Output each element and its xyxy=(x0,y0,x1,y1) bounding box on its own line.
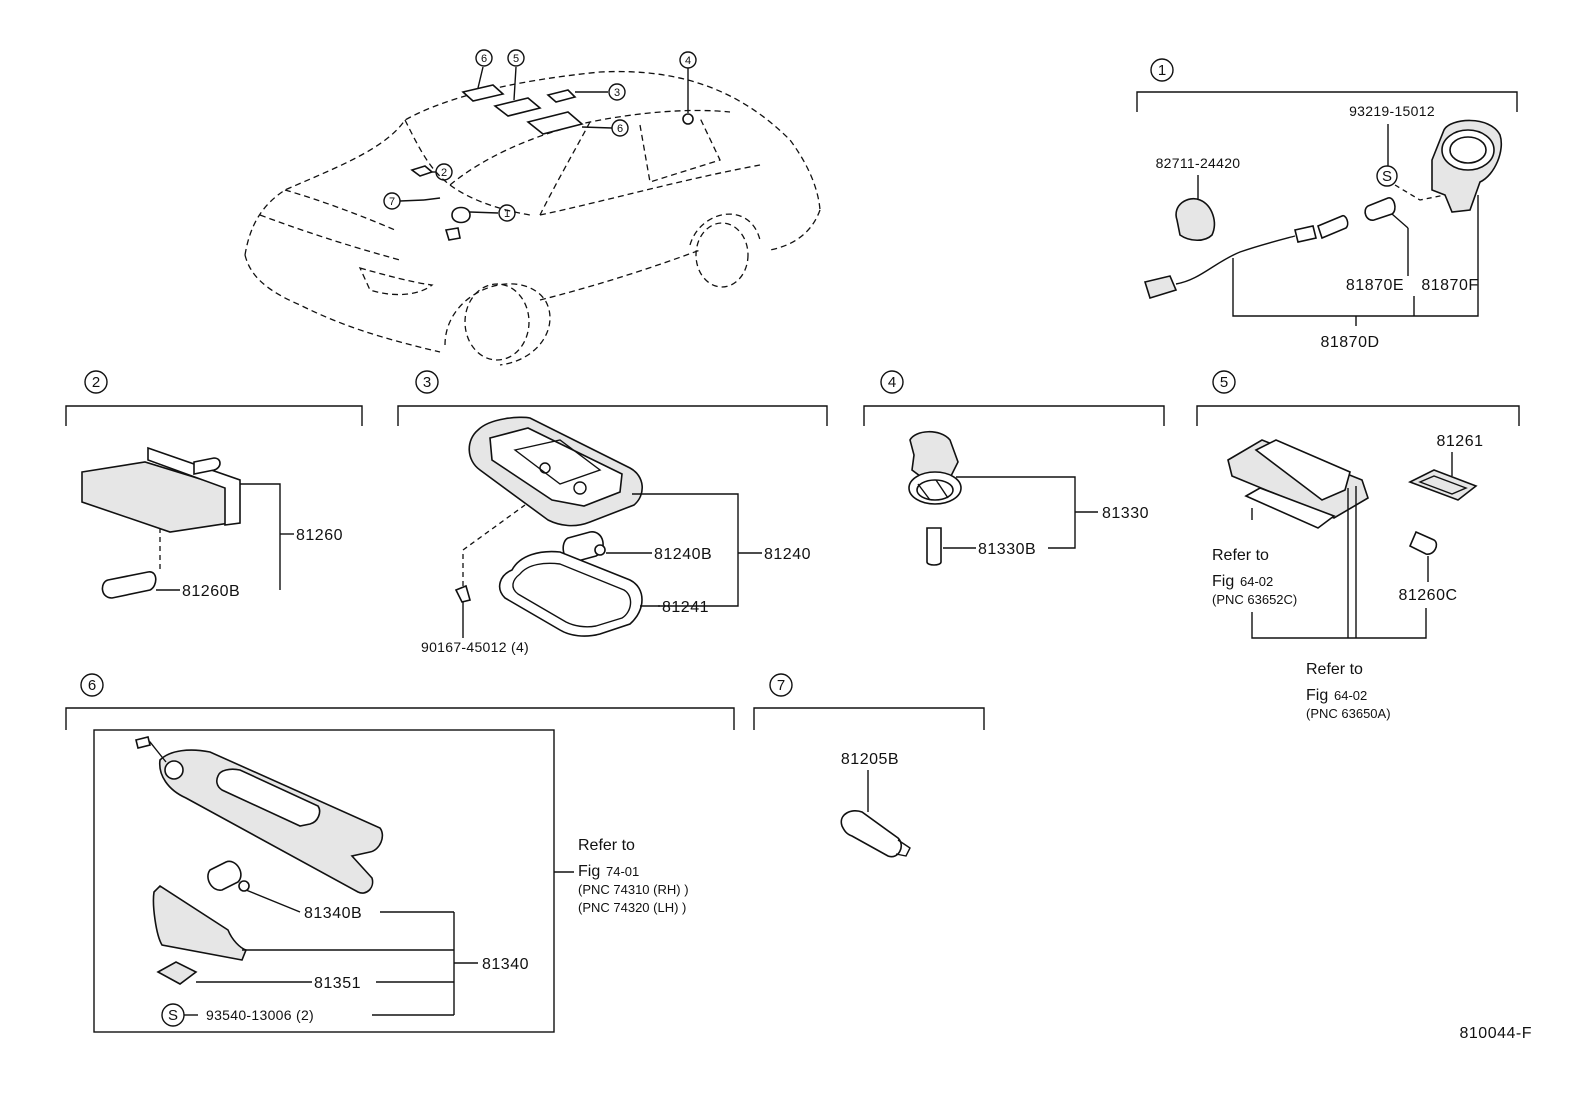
car-overview: 6 5 4 3 6 2 7 1 xyxy=(244,49,821,366)
group-1-callout: 1 xyxy=(1150,58,1174,82)
car-callout-7: 7 xyxy=(383,192,401,210)
part-81240B: 81240B xyxy=(654,546,712,563)
part-81340B: 81340B xyxy=(304,905,362,922)
group-2: 2 81260 81260B xyxy=(65,370,363,600)
svg-text:Fig: Fig xyxy=(578,863,600,880)
part-81340: 81340 xyxy=(482,956,529,973)
group-6-ref: Refer to Fig 74-01 (PNC 74310 (RH) ) (PN… xyxy=(578,837,689,915)
svg-text:2: 2 xyxy=(441,167,447,179)
part-93540-13006: 93540-13006 (2) xyxy=(206,1007,314,1023)
svg-text:4: 4 xyxy=(888,374,896,391)
group-2-callout: 2 xyxy=(84,370,108,394)
car-callout-6a: 6 xyxy=(475,49,493,67)
svg-text:(PNC 74310 (RH) ): (PNC 74310 (RH) ) xyxy=(578,882,689,897)
svg-text:(PNC 63650A): (PNC 63650A) xyxy=(1306,706,1391,721)
svg-text:5: 5 xyxy=(513,53,519,65)
group-4-callout: 4 xyxy=(880,370,904,394)
part-81260C: 81260C xyxy=(1398,587,1457,604)
part-90167-45012: 90167-45012 (4) xyxy=(421,639,529,655)
group-5: 5 81261 81260C Refer to Fig 64-02 (PNC 6… xyxy=(1196,370,1520,721)
part-81241: 81241 xyxy=(662,599,709,616)
svg-text:Refer to: Refer to xyxy=(1306,661,1363,678)
svg-text:Fig: Fig xyxy=(1212,573,1234,590)
part-82711-24420: 82711-24420 xyxy=(1156,155,1241,171)
car-callout-3: 3 xyxy=(608,83,626,101)
part-81351: 81351 xyxy=(314,975,361,992)
svg-text:6: 6 xyxy=(617,123,623,135)
group-5-callout: 5 xyxy=(1212,370,1236,394)
group-6: 6 S 81340B 81340 81351 93540-13006 (2) xyxy=(65,673,735,1033)
group-3-callout: 3 xyxy=(415,370,439,394)
part-81870D: 81870D xyxy=(1320,334,1379,351)
svg-text:5: 5 xyxy=(1220,374,1228,391)
part-93219-15012: 93219-15012 xyxy=(1349,103,1435,119)
group-1: 1 S 93219-15012 82711-24420 81870E 81870… xyxy=(1136,58,1518,351)
part-81205B: 81205B xyxy=(841,751,899,768)
part-81870E: 81870E xyxy=(1346,277,1404,294)
svg-text:6: 6 xyxy=(481,53,487,65)
car-callout-6b: 6 xyxy=(611,119,629,137)
part-81870F: 81870F xyxy=(1421,277,1478,294)
diagram-id: 810044-F xyxy=(1460,1025,1533,1042)
svg-text:S: S xyxy=(168,1007,178,1024)
svg-text:Refer to: Refer to xyxy=(578,837,635,854)
svg-text:(PNC 63652C): (PNC 63652C) xyxy=(1212,592,1297,607)
car-callout-4: 4 xyxy=(679,51,697,69)
svg-text:64-02: 64-02 xyxy=(1240,574,1273,589)
group-5-ref-a: Refer to Fig 64-02 (PNC 63652C) xyxy=(1212,547,1297,607)
svg-text:7: 7 xyxy=(389,196,395,208)
svg-text:74-01: 74-01 xyxy=(606,864,639,879)
svg-text:1: 1 xyxy=(1158,62,1166,79)
car-callout-1: 1 xyxy=(498,204,516,222)
part-81260: 81260 xyxy=(296,527,343,544)
svg-text:3: 3 xyxy=(614,87,620,99)
car-callout-5: 5 xyxy=(507,49,525,67)
svg-text:3: 3 xyxy=(423,374,431,391)
part-81240: 81240 xyxy=(764,546,811,563)
part-81261: 81261 xyxy=(1437,433,1484,450)
part-81330B: 81330B xyxy=(978,541,1036,558)
group-7-callout: 7 xyxy=(769,673,793,697)
svg-text:1: 1 xyxy=(504,208,510,220)
part-81330: 81330 xyxy=(1102,505,1149,522)
part-81260B: 81260B xyxy=(182,583,240,600)
svg-text:S: S xyxy=(1382,168,1392,185)
svg-text:Fig: Fig xyxy=(1306,687,1328,704)
svg-text:2: 2 xyxy=(92,374,100,391)
group-6-callout: 6 xyxy=(80,673,104,697)
svg-text:(PNC 74320 (LH) ): (PNC 74320 (LH) ) xyxy=(578,900,686,915)
svg-text:Refer to: Refer to xyxy=(1212,547,1269,564)
group-4: 4 81330 81330B xyxy=(863,370,1165,566)
group-7: 7 81205B xyxy=(753,673,985,858)
svg-text:64-02: 64-02 xyxy=(1334,688,1367,703)
svg-text:4: 4 xyxy=(685,55,691,67)
car-callout-2: 2 xyxy=(435,163,453,181)
group-5-ref-b: Refer to Fig 64-02 (PNC 63650A) xyxy=(1306,661,1391,721)
svg-text:6: 6 xyxy=(88,677,96,694)
svg-text:7: 7 xyxy=(777,677,785,694)
group-3: 3 90167-45012 (4) 81240B 81240 81241 xyxy=(397,370,828,655)
